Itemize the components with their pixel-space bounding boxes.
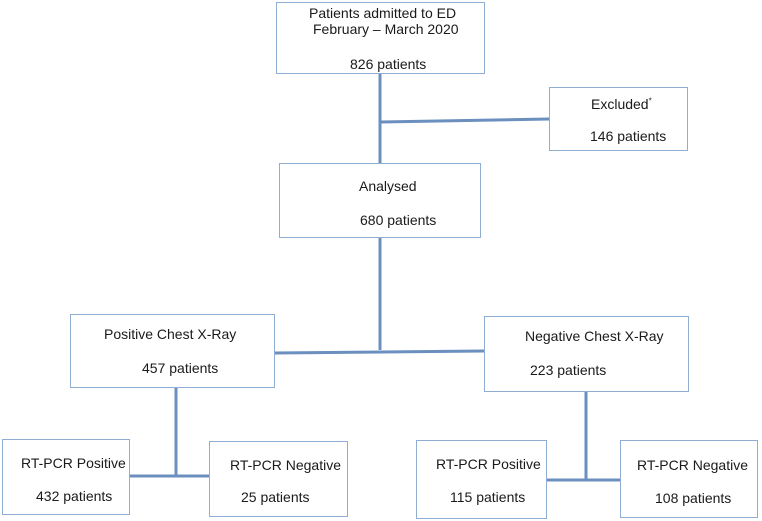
pos-pcr-neg-label: RT-PCR Negative: [230, 457, 342, 473]
box-excluded: Excluded* 146 patients: [549, 87, 688, 151]
connector-xray-split: [274, 349, 485, 355]
positive-xray-label: Positive Chest X-Ray: [104, 326, 237, 342]
neg-pcr-pos-count: 115 patients: [450, 489, 526, 505]
negative-xray-count: 223 patients: [530, 362, 607, 378]
box-admitted: Patients admitted to ED February – March…: [276, 2, 485, 74]
excluded-count: 146 patients: [590, 128, 667, 144]
box-positive-xray-pcr-negative: RT-PCR Negative 25 patients: [209, 441, 348, 517]
excluded-label: Excluded*: [591, 96, 652, 112]
pos-pcr-pos-count: 432 patients: [36, 488, 113, 504]
box-positive-xray: Positive Chest X-Ray 457 patients: [70, 314, 275, 388]
negative-xray-label: Negative Chest X-Ray: [525, 328, 664, 344]
neg-pcr-neg-count: 108 patients: [655, 490, 732, 506]
admitted-line2: February – March 2020: [313, 21, 459, 37]
analysed-label: Analysed: [359, 178, 417, 194]
admitted-count: 826 patients: [350, 56, 427, 72]
excluded-footnote-marker: *: [648, 96, 652, 106]
pos-pcr-pos-label: RT-PCR Positive: [21, 455, 126, 471]
connector-to-excluded: [379, 117, 550, 124]
box-positive-xray-pcr-positive: RT-PCR Positive 432 patients: [2, 439, 130, 515]
neg-pcr-pos-label: RT-PCR Positive: [436, 456, 541, 472]
box-negative-xray-pcr-negative: RT-PCR Negative 108 patients: [620, 440, 758, 518]
box-negative-xray-pcr-positive: RT-PCR Positive 115 patients: [416, 440, 547, 519]
box-analysed: Analysed 680 patients: [279, 163, 481, 238]
box-negative-xray: Negative Chest X-Ray 223 patients: [484, 316, 689, 392]
admitted-line1: Patients admitted to ED: [309, 5, 457, 21]
pos-pcr-neg-count: 25 patients: [241, 489, 310, 505]
analysed-count: 680 patients: [360, 212, 437, 228]
positive-xray-count: 457 patients: [142, 360, 219, 376]
neg-pcr-neg-label: RT-PCR Negative: [637, 457, 749, 473]
